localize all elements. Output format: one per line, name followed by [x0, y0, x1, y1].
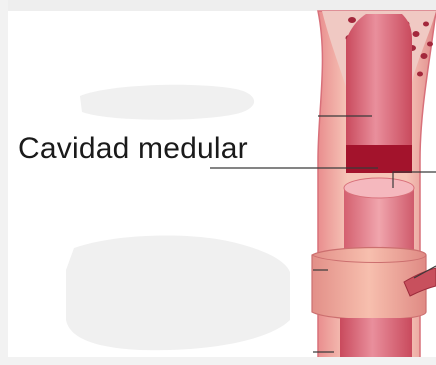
medullary-cavity-label: Cavidad medular: [18, 132, 248, 166]
bottom-bar: [0, 357, 436, 365]
marrow-upper: [346, 14, 412, 145]
redacted-labels: [66, 85, 290, 350]
marrow-dark: [346, 145, 412, 173]
marrow-cylinder-top: [344, 178, 414, 198]
